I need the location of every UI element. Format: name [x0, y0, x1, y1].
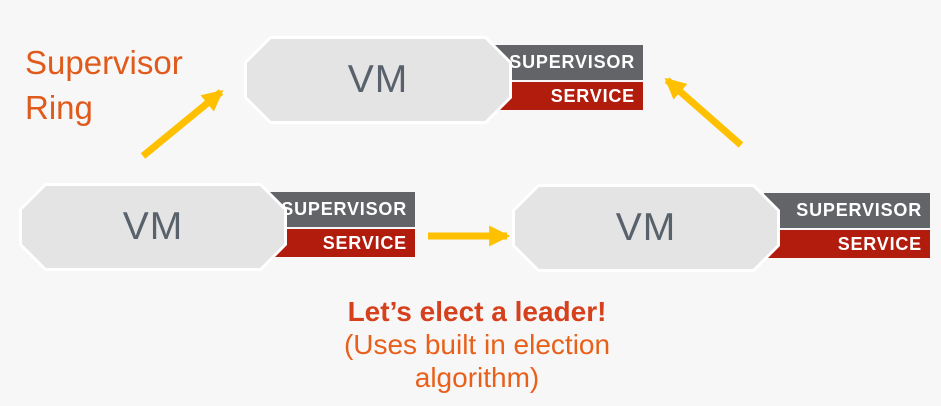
- vm-shape: [512, 184, 780, 272]
- vm-node-top: SUPERVISOR SERVICE VM: [244, 36, 643, 124]
- service-tag-label: SERVICE: [550, 85, 635, 106]
- vm-shape-fill: [22, 186, 284, 268]
- service-tag-label: SERVICE: [837, 233, 922, 254]
- supervisor-tag: SUPERVISOR: [764, 193, 930, 228]
- vm-label: VM: [615, 206, 677, 249]
- caption-line3: algorithm): [414, 362, 540, 393]
- service-tag: SERVICE: [487, 82, 643, 110]
- vm-node-right: SUPERVISOR SERVICE VM: [512, 184, 930, 272]
- caption-line1: Let’s elect a leader!: [347, 296, 607, 327]
- vm-shape: [244, 36, 512, 124]
- vm-shape-fill: [515, 187, 777, 269]
- supervisor-tag: SUPERVISOR: [487, 45, 643, 80]
- diagram-title: Supervisor Ring: [25, 40, 183, 130]
- vm-shape: [19, 183, 287, 271]
- caption-line2: (Uses built in election: [343, 329, 611, 360]
- diagram-title-line2: Ring: [25, 89, 93, 126]
- vm-node-left: SUPERVISOR SERVICE VM: [19, 183, 415, 271]
- supervisor-tag-label: SUPERVISOR: [796, 200, 922, 220]
- vm-label: VM: [347, 58, 409, 101]
- caption: Let’s elect a leader! (Uses built in ele…: [242, 295, 712, 394]
- diagram-title-line1: Supervisor: [25, 44, 183, 81]
- service-tag-label: SERVICE: [322, 232, 407, 253]
- vm-shape-fill: [247, 39, 509, 121]
- service-tag: SERVICE: [764, 230, 930, 258]
- arrow-right-to-top: [664, 77, 744, 148]
- supervisor-tag-label: SUPERVISOR: [509, 52, 635, 72]
- vm-label: VM: [122, 205, 184, 248]
- supervisor-tag-label: SUPERVISOR: [281, 199, 407, 219]
